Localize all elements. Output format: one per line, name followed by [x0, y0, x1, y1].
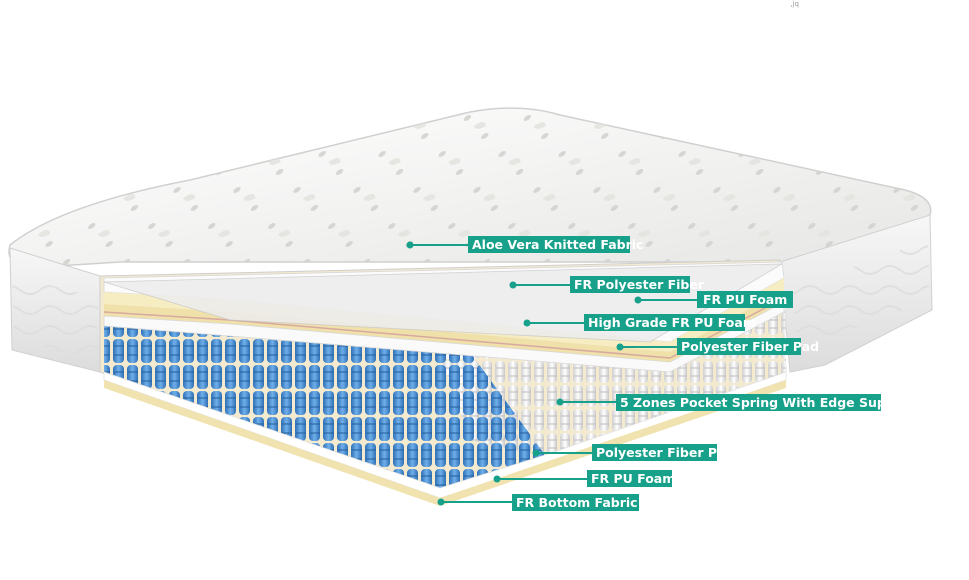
- label-polyester-fiber-pad-bottom: Polyester Fiber Pad: [596, 445, 734, 460]
- layer-polyester-fiber-pad-top: [103, 301, 785, 373]
- callout-polyester-fiber-pad-bottom: Polyester Fiber Pad: [532, 444, 734, 461]
- label-polyester-fiber-pad-top: Polyester Fiber Pad: [681, 339, 819, 354]
- callout-fr-pu-foam-top: FR PU Foam: [634, 291, 793, 308]
- label-high-grade-fr-pu-foam: High Grade FR PU Foam: [588, 315, 756, 330]
- callouts: Aloe Vera Knitted Fabric FR Polyester Fi…: [406, 236, 916, 511]
- blue-springs: [104, 318, 545, 488]
- callout-aloe-vera: Aloe Vera Knitted Fabric: [406, 236, 643, 253]
- side-quilt-texture-left: [12, 275, 98, 360]
- label-fr-pu-foam-top: FR PU Foam: [703, 292, 787, 307]
- quilt-texture: [9, 108, 931, 269]
- label-pocket-spring: 5 Zones Pocket Spring With Edge Support: [620, 395, 916, 410]
- callout-high-grade-fr-pu-foam: High Grade FR PU Foam: [523, 314, 756, 331]
- label-fr-polyester-fiber: FR Polyester Fiber: [574, 277, 705, 292]
- callout-fr-bottom-fabric: FR Bottom Fabric: [437, 494, 639, 511]
- callout-pocket-spring: 5 Zones Pocket Spring With Edge Support: [556, 394, 916, 411]
- corner-mark: ,jq: [790, 0, 799, 8]
- callout-polyester-fiber-pad-top: Polyester Fiber Pad: [616, 338, 819, 355]
- label-fr-bottom-fabric: FR Bottom Fabric: [516, 495, 638, 510]
- callout-fr-polyester-fiber: FR Polyester Fiber: [509, 276, 705, 293]
- side-quilt-texture-right: [790, 240, 930, 350]
- callout-fr-pu-foam-bottom: FR PU Foam: [493, 470, 675, 487]
- label-fr-pu-foam-bottom: FR PU Foam: [591, 471, 675, 486]
- label-aloe-vera: Aloe Vera Knitted Fabric: [472, 237, 643, 252]
